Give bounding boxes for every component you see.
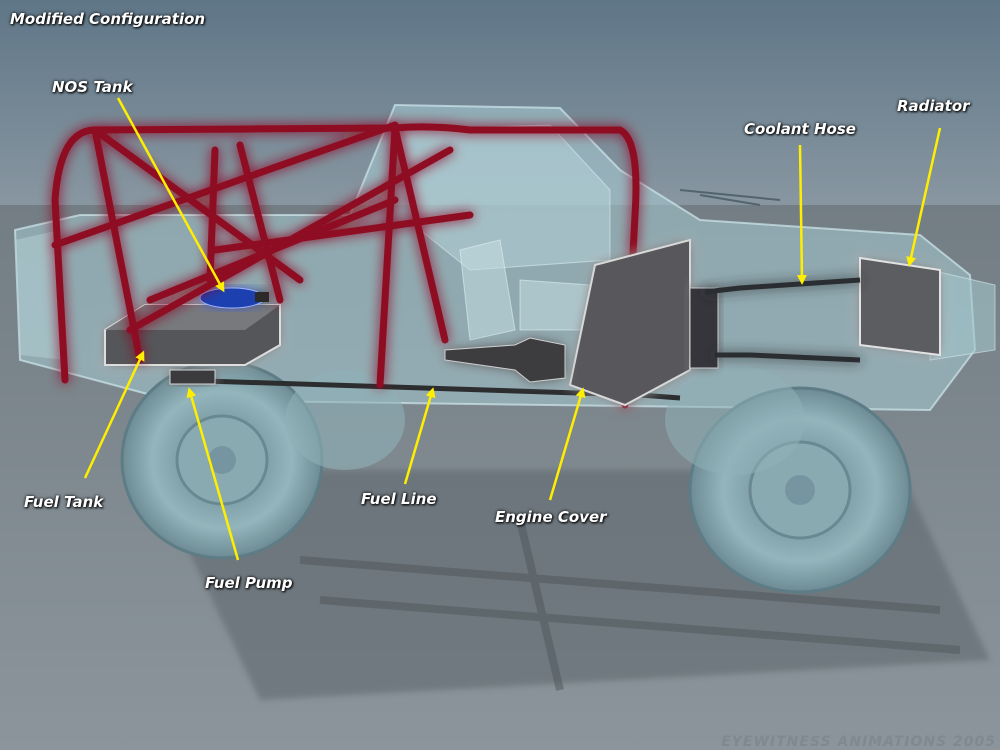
leader-arrows (83, 97, 942, 561)
front-wheel-far (665, 365, 805, 475)
coolant-hoses (704, 277, 861, 363)
label-fuel-line: Fuel Line (361, 490, 437, 508)
label-radiator: Radiator (897, 97, 970, 115)
rear-wheel-far (285, 370, 405, 470)
fuel-pump (169, 369, 216, 385)
transmission (444, 337, 566, 383)
arrow-fuel-pump (186, 387, 240, 561)
seats (459, 239, 591, 341)
label-coolant-hose: Coolant Hose (744, 120, 856, 138)
arrow-nos-tank (116, 97, 225, 293)
arrow-radiator (906, 127, 942, 267)
label-nos-tank: NOS Tank (52, 78, 133, 96)
arrow-coolant-hose (796, 144, 807, 285)
arrow-fuel-line (403, 387, 436, 485)
label-engine-cover: Engine Cover (495, 508, 607, 526)
watermark: EYEWITNESS ANIMATIONS 2005 (721, 734, 996, 750)
engine-block (689, 287, 719, 369)
engine-cover (568, 238, 691, 407)
label-fuel-pump: Fuel Pump (205, 574, 293, 592)
roll-cage (51, 121, 640, 409)
chassis-shadow (299, 519, 961, 691)
nos-tank (199, 287, 269, 309)
rear-wheel (120, 360, 324, 560)
label-fuel-tank: Fuel Tank (24, 493, 104, 511)
arrow-fuel-tank (83, 350, 145, 479)
arrow-engine-cover (548, 387, 586, 501)
diagram-title: Modified Configuration (10, 10, 206, 28)
radiator-unit (859, 256, 941, 357)
